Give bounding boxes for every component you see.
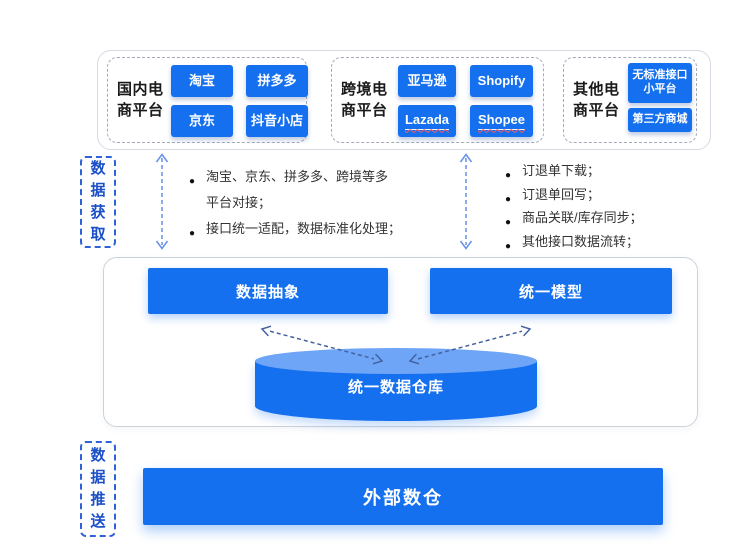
side-label-text: 数据获取 xyxy=(90,160,106,243)
platform-group-crossborder: 跨境电商平台 亚马逊 Shopify Lazada Shopee xyxy=(331,57,544,143)
bullet-icon: ● xyxy=(189,228,196,239)
notes-right: ● 订退单下载； ● 订退单回写； ● 商品关联/库存同步； ● 其他接口数据流… xyxy=(505,159,705,253)
chip-shopee-label: Shopee xyxy=(478,112,525,130)
bullet-icon: ● xyxy=(189,176,196,187)
chip-taobao: 淘宝 xyxy=(171,65,233,97)
platform-group-domestic: 国内电商平台 淘宝 拼多多 京东 抖音小店 xyxy=(107,57,308,143)
note-text: 其他接口数据流转； xyxy=(522,233,640,249)
data-abstraction-bar: 数据抽象 xyxy=(148,268,388,314)
bullet-icon: ● xyxy=(505,193,512,205)
note-item: ● 商品关联/库存同步； xyxy=(505,206,705,230)
note-item: ● 淘宝、京东、拼多多、跨境等多 平台对接； xyxy=(189,164,439,216)
chip-third-party-mall: 第三方商城 xyxy=(628,108,692,132)
side-label-data-push: 数据推送 xyxy=(80,441,116,537)
note-item: ● 订退单回写； xyxy=(505,183,705,207)
unified-warehouse-label: 统一数据仓库 xyxy=(347,379,444,396)
bullet-icon: ● xyxy=(505,217,512,228)
chip-amazon: 亚马逊 xyxy=(398,65,456,97)
platform-group-label: 其他电商平台 xyxy=(573,81,620,119)
dashed-arrow-acquisition-left xyxy=(155,153,169,250)
notes-left: ● 淘宝、京东、拼多多、跨境等多 平台对接； ● 接口统一适配，数据标准化处理； xyxy=(189,164,439,242)
unified-warehouse-cylinder-top xyxy=(255,348,537,374)
side-label-data-acquisition: 数据获取 xyxy=(80,156,116,248)
platform-group-other: 其他电商平台 无标准接口小平台 第三方商城 xyxy=(563,57,697,143)
note-text: 订退单下载； xyxy=(522,163,601,178)
note-item: ● 接口统一适配，数据标准化处理； xyxy=(189,216,439,242)
chip-douyin-store: 抖音小店 xyxy=(246,105,308,137)
bullet-icon: ● xyxy=(505,240,512,252)
note-text: 接口统一适配，数据标准化处理； xyxy=(206,221,402,236)
chip-lazada: Lazada xyxy=(398,105,456,137)
chip-lazada-label: Lazada xyxy=(404,112,450,130)
note-item: ● 其他接口数据流转； xyxy=(505,230,705,254)
side-label-text: 数据推送 xyxy=(90,447,106,530)
bullet-icon: ● xyxy=(505,170,512,181)
chip-shopee: Shopee xyxy=(470,105,533,137)
unified-model-bar: 统一模型 xyxy=(430,268,672,314)
chip-pinduoduo: 拼多多 xyxy=(246,65,308,97)
note-item: ● 订退单下载； xyxy=(505,159,705,183)
dashed-arrow-acquisition-right xyxy=(459,153,473,250)
chip-jd: 京东 xyxy=(171,105,233,137)
external-warehouse-bar: 外部数仓 xyxy=(143,468,663,525)
platform-group-label: 国内电商平台 xyxy=(117,81,164,119)
note-text: 淘宝、京东、拼多多、跨境等多 平台对接； xyxy=(206,169,389,210)
chip-shopify: Shopify xyxy=(470,65,533,97)
note-text: 商品关联/库存同步； xyxy=(522,210,643,225)
platform-group-label: 跨境电商平台 xyxy=(341,81,388,119)
chip-nonstandard-platform: 无标准接口小平台 xyxy=(628,63,692,103)
note-text: 订退单回写； xyxy=(522,186,601,202)
